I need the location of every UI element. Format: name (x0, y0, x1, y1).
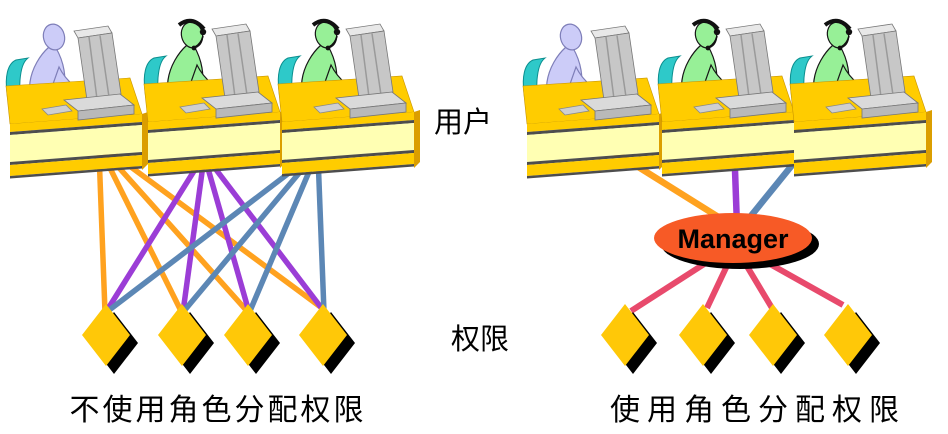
permission-diamond-icon (224, 304, 280, 374)
link-user2-perm2 (180, 164, 206, 313)
user-workstation-left-3 (277, 18, 421, 178)
link-user3-perm1 (106, 157, 308, 314)
link-user3-perm3 (247, 158, 317, 313)
permission-diamond-icon (824, 304, 880, 374)
desk-computer-icon (5, 25, 149, 180)
left-permission-diamonds (82, 304, 355, 374)
user-workstation-left-2 (143, 18, 287, 178)
manager-ellipse (654, 213, 812, 263)
link-user1-perm3 (102, 150, 250, 313)
link-user3-perm2 (181, 158, 313, 313)
manager-role-node: Manager (654, 213, 819, 269)
permission-diamond-icon (82, 304, 138, 374)
permission-diamond-icon (679, 304, 735, 374)
user-workstation-right-3 (789, 18, 933, 178)
manager-label: Manager (677, 224, 789, 254)
users-label: 用户 (434, 106, 492, 139)
link-user3-perm4 (315, 155, 327, 313)
link-user1-perm2 (99, 150, 184, 313)
permissions-label: 权限 (451, 323, 509, 356)
user-workstation-left-1 (5, 21, 149, 180)
user-workstation-right-2 (657, 18, 801, 178)
desk-computer-icon (789, 23, 933, 178)
permission-diamond-icon (601, 304, 657, 374)
desk-computer-icon (143, 23, 287, 178)
permission-diamond-icon (158, 304, 214, 374)
link-user2-perm1 (103, 161, 202, 314)
right-permission-diamonds (601, 304, 880, 374)
link-user1-perm1 (96, 151, 108, 313)
right-caption: 使用角色分配权限 (610, 394, 906, 427)
link-user2-perm4 (208, 161, 326, 312)
permission-diamond-icon (749, 304, 805, 374)
link-user2-perm3 (204, 164, 252, 313)
desk-computer-icon (522, 25, 666, 180)
permission-diamond-icon (299, 304, 355, 374)
user-workstation-right-1 (522, 21, 666, 180)
left-direct-links (96, 147, 327, 314)
desk-computer-icon (657, 23, 801, 178)
left-caption: 不使用角色分配权限 (70, 394, 367, 427)
desk-computer-icon (277, 23, 421, 178)
